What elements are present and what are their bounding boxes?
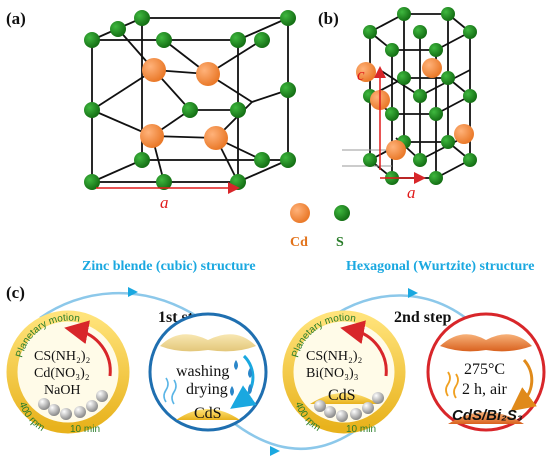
wurtzite-unit-cell: c a — [342, 7, 477, 202]
final-product-label: CdS/Bi₂S₃ — [452, 407, 523, 424]
step1-time-label: 10 min — [70, 424, 100, 435]
caption-zincblende: Zinc blende (cubic) structure — [82, 259, 256, 274]
wash-dry-stage: washing drying CdS — [148, 312, 268, 432]
step1-product-label: CdS — [194, 405, 222, 422]
legend-cd-label: Cd — [290, 235, 308, 250]
step1-reagent-3: NaOH — [44, 383, 81, 398]
cd-legend-swatch — [290, 203, 310, 223]
wash-label: washing — [176, 363, 229, 380]
dry-label: drying — [186, 381, 228, 398]
step2-title: 2nd step — [394, 309, 451, 326]
annealing-stage: 275°C 2 h, air CdS/Bi₂S₃ — [426, 312, 546, 432]
step1-mill: Planetary motion 400 rpm 10 min CS(NH₂)₂… — [6, 310, 130, 435]
zincblende-unit-cell: a — [84, 10, 296, 212]
flow-arrow-3 — [408, 288, 418, 298]
axis-a-cubic: a — [160, 193, 169, 212]
step2-base-label: CdS — [328, 387, 356, 404]
process-scheme: 1st step 2nd step Planetary motion 400 r… — [6, 287, 546, 456]
caption-wurtzite: Hexagonal (Wurtzite) structure — [346, 259, 534, 274]
axis-c-hex: c — [357, 65, 365, 84]
anneal-temp: 275°C — [464, 361, 505, 378]
flow-arrow-2 — [270, 446, 280, 456]
s-legend-swatch — [334, 205, 350, 221]
flow-arrow-1 — [128, 287, 138, 297]
step2-reagent-1: CS(NH₂)₂ — [306, 349, 363, 364]
step1-reagent-1: CS(NH₂)₂ — [34, 349, 91, 364]
step2-mill: Planetary motion 400 rpm 10 min CS(NH₂)₂… — [282, 310, 406, 435]
panel-c-label: (c) — [6, 283, 25, 302]
anneal-time: 2 h, air — [462, 381, 508, 398]
legend-s-label: S — [336, 235, 344, 250]
panel-b-label: (b) — [318, 9, 339, 28]
step2-time-label: 10 min — [346, 424, 376, 435]
axis-a-hex: a — [407, 183, 416, 202]
step2-reagent-2: Bi(NO₃)₃ — [306, 366, 359, 381]
panel-a-label: (a) — [6, 9, 26, 28]
atom-legend: Cd S — [290, 203, 350, 250]
step1-reagent-2: Cd(NO₃)₂ — [34, 366, 90, 381]
